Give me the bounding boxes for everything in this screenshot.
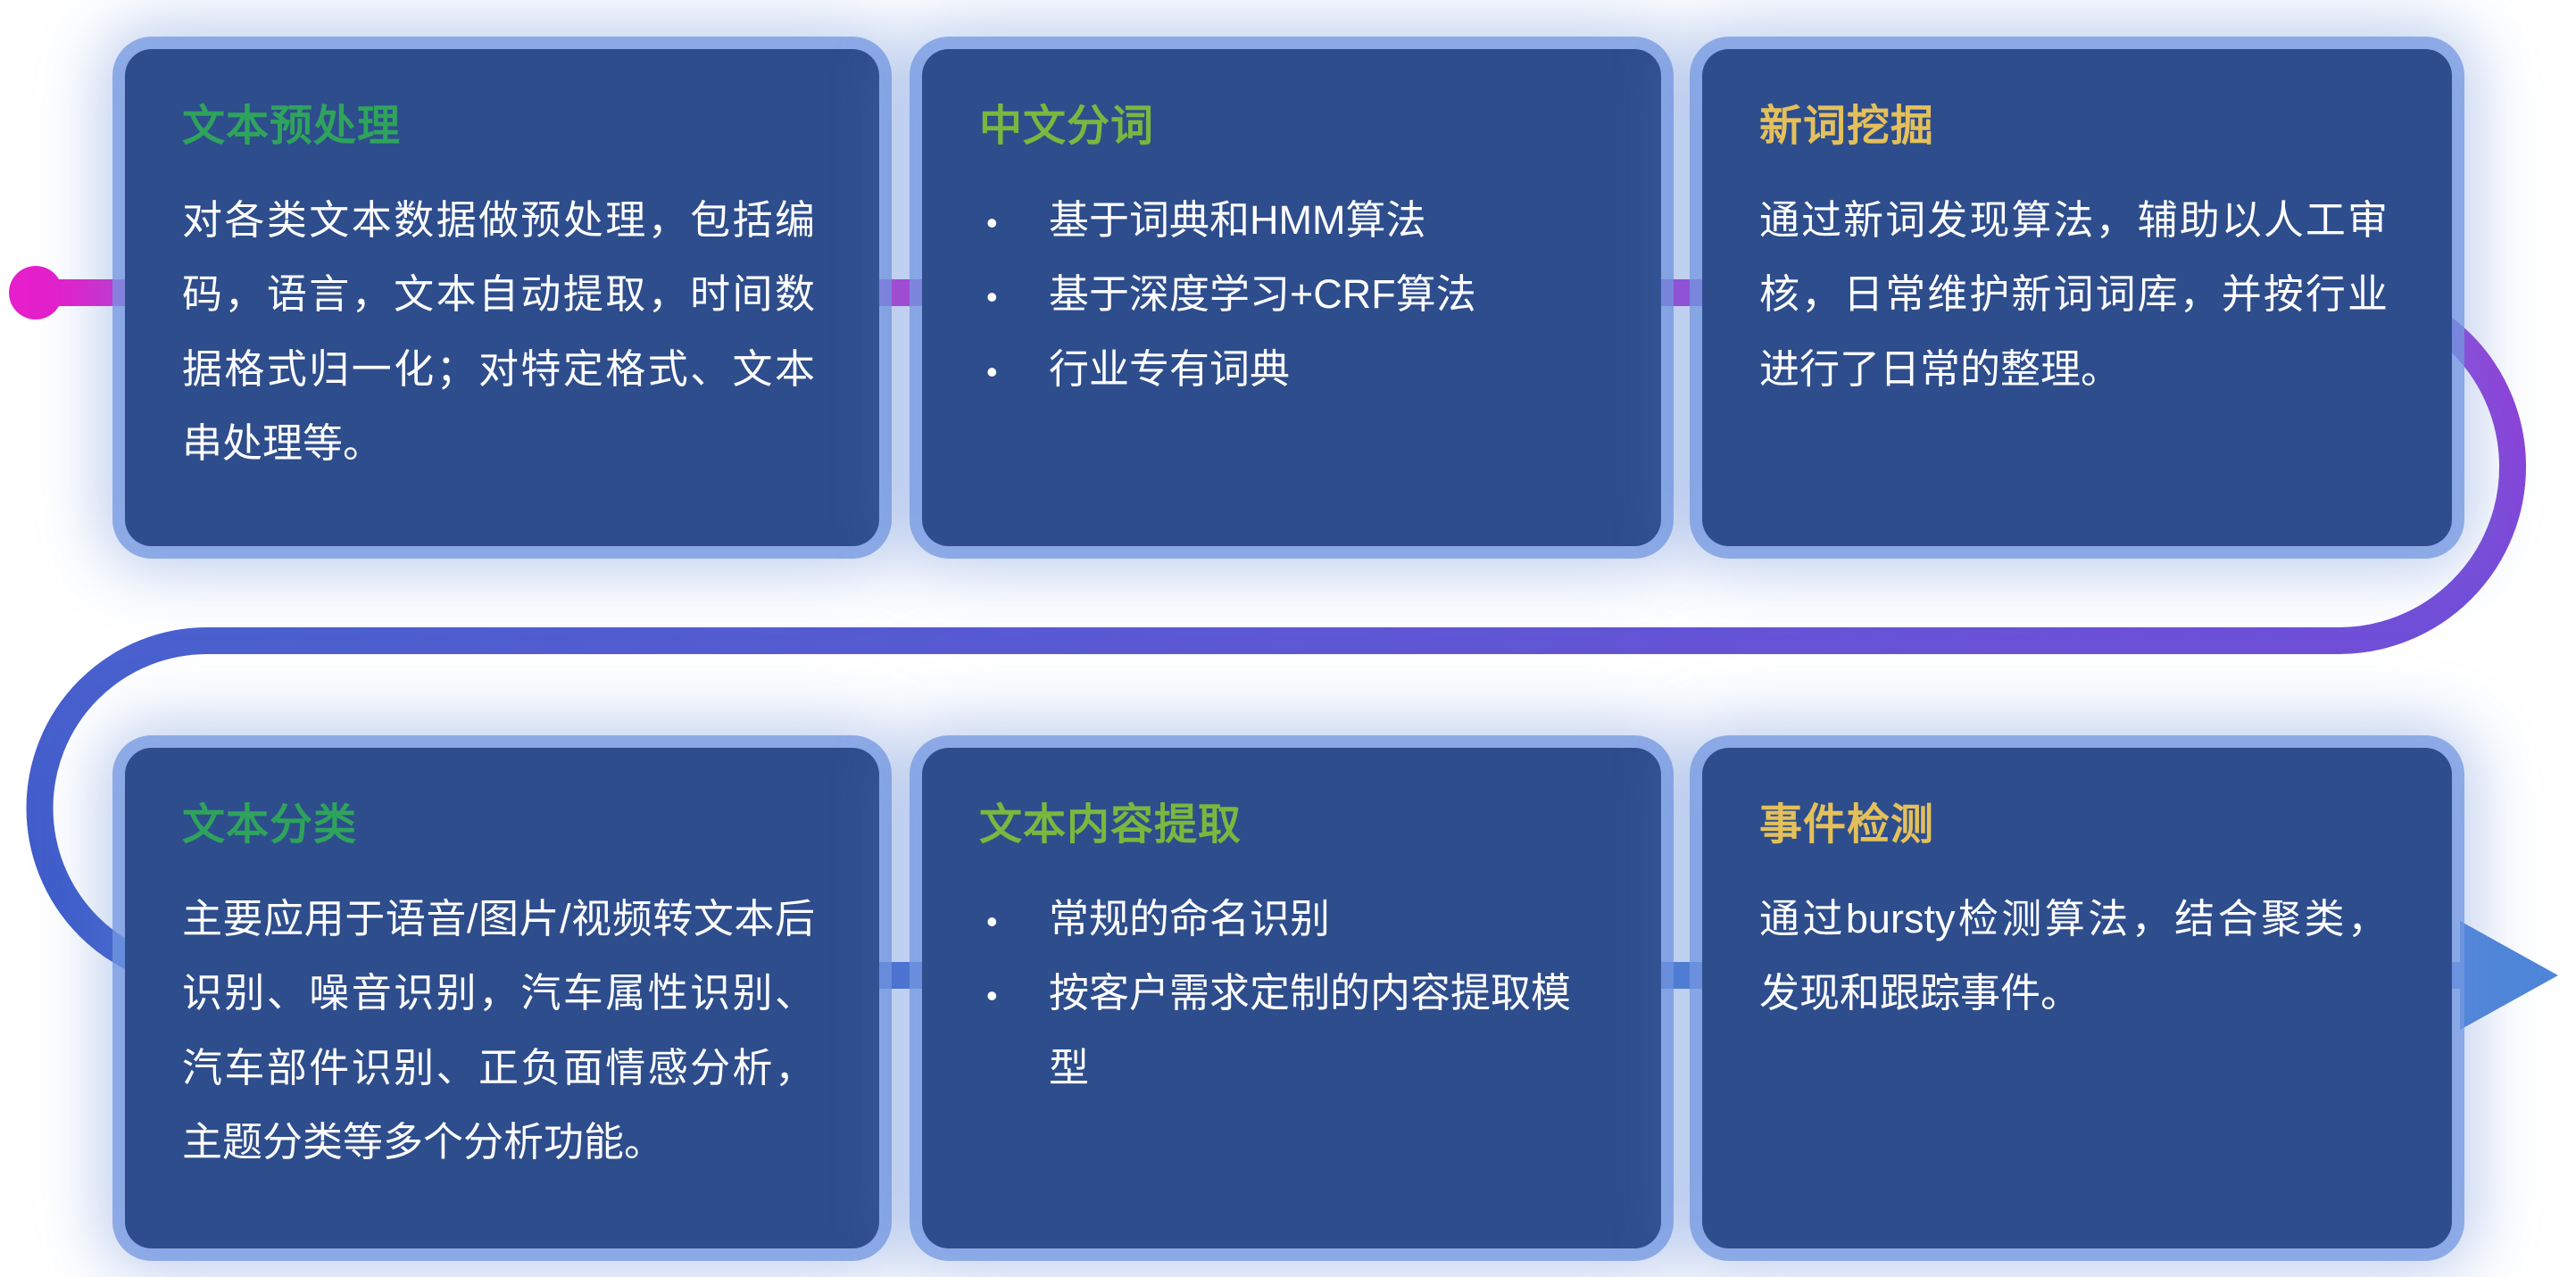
card-body-text: 通过bursty检测算法，结合聚类，发现和跟踪事件。 [1759, 896, 2388, 1016]
card-body-text: 通过新词发现算法，辅助以人工审核，日常维护新词词库，并按行业进行了日常的整理。 [1759, 197, 2388, 392]
bullet-item: • 基于词典和HMM算法 [979, 183, 1597, 257]
card-title: 文本分类 [182, 801, 358, 849]
bullet-dot-icon: • [986, 204, 998, 241]
card-text-preprocessing: 文本预处理 对各类文本数据做预处理，包括编码，语言，文本自动提取，时间数据格式归… [125, 49, 879, 546]
bullet-dot-icon: • [986, 977, 998, 1015]
bullet-text: 行业专有词典 [1049, 345, 1291, 392]
card-title: 文本内容提取 [979, 801, 1242, 849]
bullet-item: • 常规的命名识别 [979, 882, 1597, 956]
bullet-dot-icon: • [986, 352, 998, 390]
card-new-word-mining: 新词挖掘 通过新词发现算法，辅助以人工审核，日常维护新词词库，并按行业进行了日常… [1702, 49, 2452, 546]
bullet-list: • 常规的命名识别 • 按客户需求定制的内容提取模型 [979, 882, 1597, 1105]
card-title: 文本预处理 [182, 103, 402, 150]
bullet-item: • 行业专有词典 [979, 332, 1597, 406]
bullet-item: • 基于深度学习+CRF算法 [979, 257, 1597, 331]
card-chinese-word-segmentation: 中文分词 • 基于词典和HMM算法 • 基于深度学习+CRF算法 • 行业专有词… [922, 49, 1661, 546]
bullet-dot-icon: • [986, 278, 998, 316]
card-body-text: 对各类文本数据做预处理，包括编码，语言，文本自动提取，时间数据格式归一化；对特定… [182, 197, 815, 466]
card-title: 中文分词 [979, 103, 1155, 150]
bullet-text: 基于词典和HMM算法 [1049, 197, 1426, 243]
bullet-item: • 按客户需求定制的内容提取模型 [979, 956, 1597, 1105]
card-title: 新词挖掘 [1759, 103, 1935, 150]
bullet-text: 按客户需求定制的内容提取模型 [1049, 970, 1572, 1090]
bullet-dot-icon: • [986, 903, 998, 940]
bullet-list: • 基于词典和HMM算法 • 基于深度学习+CRF算法 • 行业专有词典 [979, 183, 1597, 406]
card-text-classification: 文本分类 主要应用于语音/图片/视频转文本后识别、噪音识别，汽车属性识别、汽车部… [125, 748, 879, 1248]
flow-arrowhead-icon [2460, 921, 2558, 1030]
bullet-text: 基于深度学习+CRF算法 [1049, 271, 1476, 318]
bullet-text: 常规的命名识别 [1049, 896, 1331, 941]
flow-start-dot-icon [9, 266, 62, 319]
card-event-detection: 事件检测 通过bursty检测算法，结合聚类，发现和跟踪事件。 [1702, 748, 2452, 1248]
card-body-text: 主要应用于语音/图片/视频转文本后识别、噪音识别，汽车属性识别、汽车部件识别、正… [182, 896, 815, 1165]
card-text-content-extraction: 文本内容提取 • 常规的命名识别 • 按客户需求定制的内容提取模型 [922, 748, 1661, 1248]
card-title: 事件检测 [1759, 801, 1935, 849]
